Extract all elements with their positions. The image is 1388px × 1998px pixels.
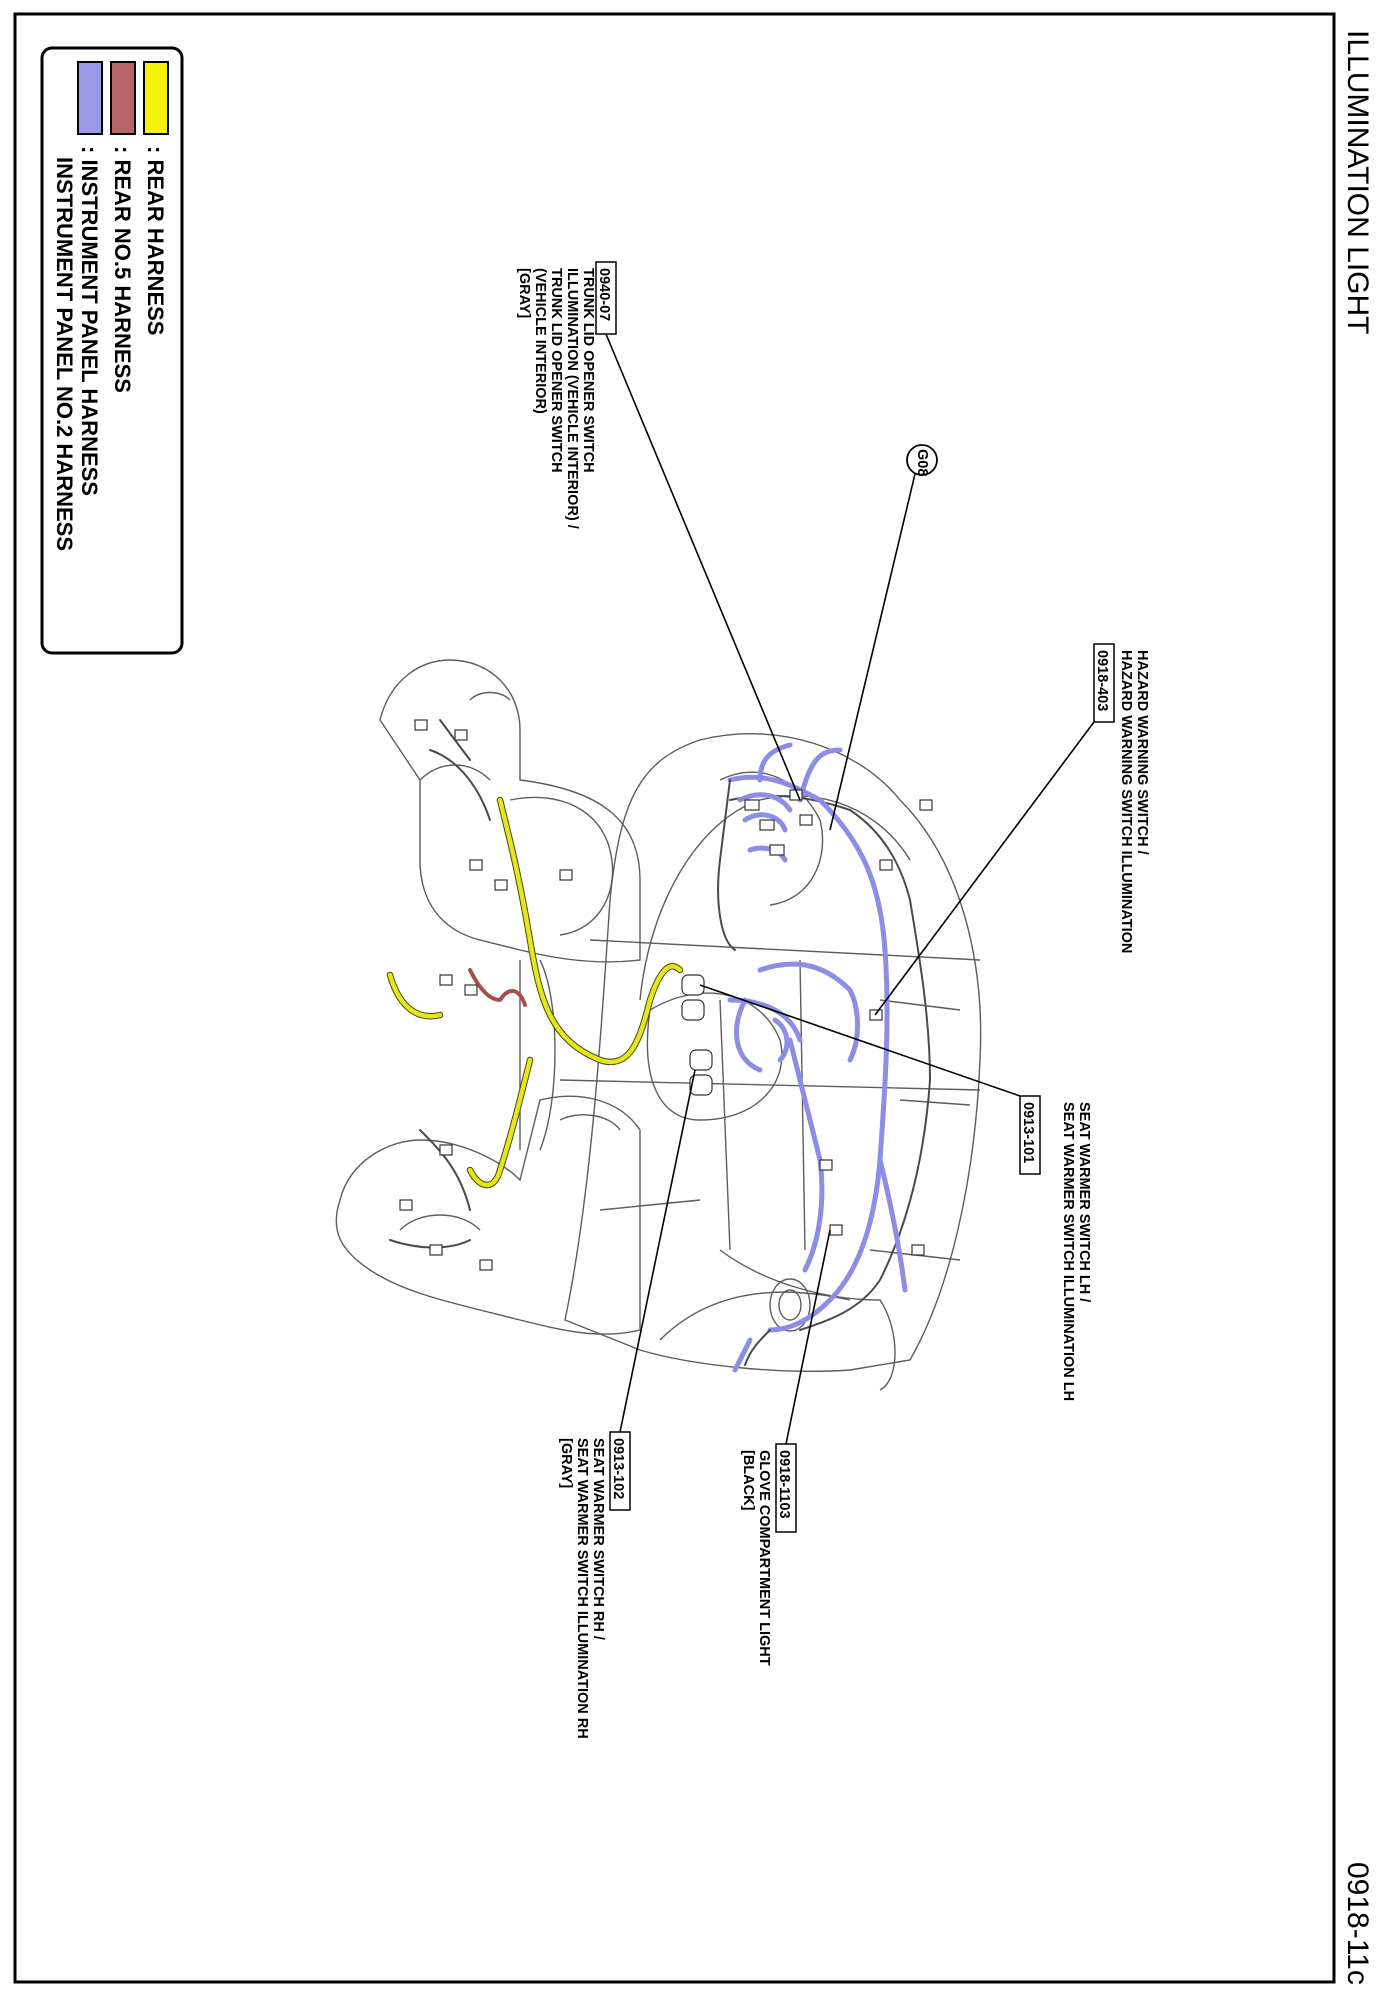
cluster-connectors xyxy=(737,789,933,871)
callout-line-2: SEAT WARMER SWITCH ILLUMINATION RH xyxy=(574,1438,590,1739)
vehicle-interior-outline xyxy=(335,659,982,1391)
callout-line-2: ILLUMINATION (VEHICLE INTERIOR) / xyxy=(564,268,580,529)
legend-swatch-rear-no5-harness xyxy=(110,61,136,135)
connector-code: 0940-07 xyxy=(596,268,612,321)
callout-seat-warmer-switch-lh: 0913-101 SEAT WARMER SWITCH LH / SEAT WA… xyxy=(699,984,1092,1401)
rear-harness-wires xyxy=(386,719,684,1249)
callout-line-1: GLOVE COMPARTMENT LIGHT xyxy=(756,1450,772,1666)
callout-line-1: SEAT WARMER SWITCH RH / xyxy=(590,1438,606,1640)
diagram-title: ILLUMINATION LIGHT xyxy=(1341,30,1374,334)
callout-line-1: TRUNK LID OPENER SWITCH xyxy=(580,268,596,473)
callout-line-3: TRUNK LID OPENER SWITCH xyxy=(548,268,564,473)
ground-label: G08 xyxy=(914,449,930,476)
connector-code: 0918-1103 xyxy=(776,1450,792,1519)
legend-label-rear-no5-harness: : REAR NO.5 HARNESS xyxy=(110,146,135,393)
legend-box xyxy=(40,46,184,655)
connector-code: 0918-403 xyxy=(1094,650,1110,711)
callout-line-3: [GRAY] xyxy=(558,1438,574,1488)
connector-code-box xyxy=(1019,1095,1041,1175)
callout-seat-warmer-switch-rh: 0913-102 SEAT WARMER SWITCH RH / SEAT WA… xyxy=(558,1069,696,1739)
callout-line-1: SEAT WARMER SWITCH LH / xyxy=(1076,1102,1092,1302)
callout-line-5: [GRAY] xyxy=(516,268,532,318)
connector-code: 0913-102 xyxy=(610,1438,626,1499)
instrument-panel-harness-wires xyxy=(717,742,931,1373)
page-code: 0918-11c xyxy=(1341,1862,1374,1985)
connector-code: 0913-101 xyxy=(1020,1102,1036,1163)
callout-trunk-lid-opener-switch: 0940-07 TRUNK LID OPENER SWITCH ILLUMINA… xyxy=(516,261,801,801)
legend-label-instrument-panel-harness: : INSTRUMENT PANEL HARNESS xyxy=(77,146,102,496)
legend-swatch-instrument-panel-harness xyxy=(77,61,103,135)
page-border xyxy=(13,12,1336,1984)
legend-swatch-rear-harness xyxy=(143,61,169,135)
harness-legend: : REAR HARNESS : REAR NO.5 HARNESS : INS… xyxy=(40,46,184,655)
callout-line-2: SEAT WARMER SWITCH ILLUMINATION LH xyxy=(1060,1102,1076,1401)
legend-label-instrument-panel-no2-harness: INSTRUMENT PANEL NO.2 HARNESS xyxy=(52,157,77,551)
callout-line-1: HAZARD WARNING SWITCH / xyxy=(1134,650,1150,855)
legend-label-rear-harness: : REAR HARNESS xyxy=(143,146,168,335)
callout-glove-compartment-light: 0918-1103 GLOVE COMPARTMENT LIGHT [BLACK… xyxy=(740,1229,831,1666)
callout-line-4: (VEHICLE INTERIOR) xyxy=(532,268,548,414)
ground-point-g08: G08 xyxy=(829,444,938,831)
callout-hazard-warning-switch: 0918-403 HAZARD WARNING SWITCH / HAZARD … xyxy=(874,643,1150,1016)
callout-line-2: [BLACK] xyxy=(740,1450,756,1511)
console-connectors xyxy=(399,719,925,1271)
callout-line-2: HAZARD WARNING SWITCH ILLUMINATION xyxy=(1118,650,1134,953)
connector-code-box xyxy=(1093,643,1115,723)
